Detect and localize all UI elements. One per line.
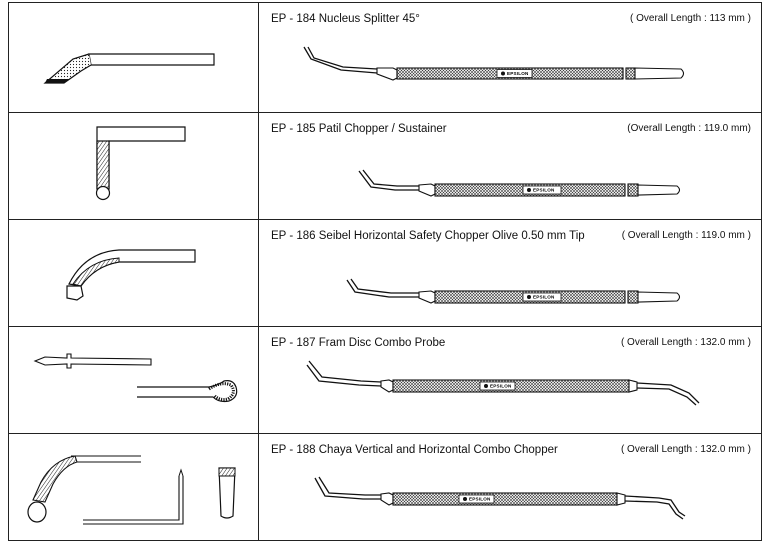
product-name: Fram Disc Combo Probe bbox=[318, 337, 446, 349]
seibel-chopper-tip-drawing bbox=[66, 249, 196, 301]
overall-length: ( Overall Length : 113 mm ) bbox=[630, 13, 751, 24]
instrument-drawing: EPSILON bbox=[306, 360, 700, 406]
instrument-catalog: EP - 184 Nucleus Splitter 45° ( Overall … bbox=[8, 2, 762, 541]
patil-chopper-tip-drawing bbox=[95, 126, 186, 201]
product-name: Chaya Vertical and Horizontal Combo Chop… bbox=[318, 444, 558, 456]
catalog-row-ep-184: EP - 184 Nucleus Splitter 45° ( Overall … bbox=[8, 2, 762, 113]
brand-label: EPSILON bbox=[507, 71, 529, 76]
tip-detail-cell bbox=[8, 112, 259, 220]
product-code: EP - 186 bbox=[271, 230, 316, 242]
product-cell: EP - 187 Fram Disc Combo Probe ( Overall… bbox=[258, 326, 762, 434]
product-title: EP - 185 Patil Chopper / Sustainer bbox=[271, 123, 447, 135]
tip-detail-cell bbox=[8, 326, 259, 434]
product-code: EP - 187 bbox=[271, 337, 316, 349]
instrument-drawing: EPSILON bbox=[314, 476, 686, 520]
product-name: Patil Chopper / Sustainer bbox=[318, 123, 447, 135]
chaya-combo-chopper-tip-drawing bbox=[27, 455, 236, 525]
product-title: EP - 187 Fram Disc Combo Probe bbox=[271, 337, 445, 349]
product-code: EP - 184 bbox=[271, 13, 316, 25]
brand-label: EPSILON bbox=[469, 497, 491, 502]
fram-disc-probe-tip-drawing bbox=[33, 353, 238, 403]
catalog-row-ep-186: EP - 186 Seibel Horizontal Safety Choppe… bbox=[8, 219, 762, 327]
product-cell: EP - 188 Chaya Vertical and Horizontal C… bbox=[258, 433, 762, 541]
overall-length: ( Overall Length : 119.0 mm ) bbox=[621, 230, 751, 241]
tip-detail-cell bbox=[8, 433, 259, 541]
catalog-row-ep-185: EP - 185 Patil Chopper / Sustainer (Over… bbox=[8, 112, 762, 220]
brand-label: EPSILON bbox=[533, 188, 555, 193]
instrument-drawing: EPSILON bbox=[358, 169, 681, 197]
tip-detail-cell bbox=[8, 2, 259, 113]
product-title: EP - 186 Seibel Horizontal Safety Choppe… bbox=[271, 230, 585, 242]
product-name: Seibel Horizontal Safety Chopper Olive 0… bbox=[318, 230, 585, 242]
product-name: Nucleus Splitter 45° bbox=[318, 13, 420, 25]
overall-length: (Overall Length : 119.0 mm) bbox=[627, 123, 751, 134]
product-code: EP - 185 bbox=[271, 123, 316, 135]
product-cell: EP - 184 Nucleus Splitter 45° ( Overall … bbox=[258, 2, 762, 113]
overall-length: ( Overall Length : 132.0 mm ) bbox=[620, 337, 751, 348]
catalog-row-ep-187: EP - 187 Fram Disc Combo Probe ( Overall… bbox=[8, 326, 762, 434]
product-cell: EP - 185 Patil Chopper / Sustainer (Over… bbox=[258, 112, 762, 220]
overall-length: ( Overall Length : 132.0 mm ) bbox=[620, 444, 751, 455]
product-code: EP - 188 bbox=[271, 444, 316, 456]
nucleus-splitter-tip-drawing bbox=[43, 53, 215, 84]
product-title: EP - 188 Chaya Vertical and Horizontal C… bbox=[271, 444, 558, 456]
tip-detail-cell bbox=[8, 219, 259, 327]
brand-label: EPSILON bbox=[533, 295, 555, 300]
brand-label: EPSILON bbox=[490, 384, 512, 389]
catalog-row-ep-188: EP - 188 Chaya Vertical and Horizontal C… bbox=[8, 433, 762, 541]
product-title: EP - 184 Nucleus Splitter 45° bbox=[271, 13, 420, 25]
instrument-drawing: EPSILON bbox=[303, 46, 685, 81]
instrument-drawing: EPSILON bbox=[346, 278, 681, 304]
product-cell: EP - 186 Seibel Horizontal Safety Choppe… bbox=[258, 219, 762, 327]
